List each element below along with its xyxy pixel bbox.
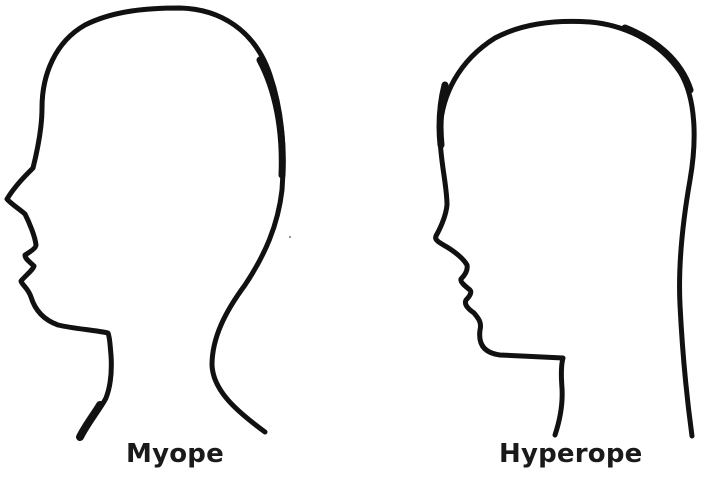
- hyperope-forehead-path: [440, 85, 445, 145]
- myope-label: Myope: [126, 439, 224, 469]
- scan-speck: [289, 236, 291, 238]
- myope-head-outline: [7, 8, 283, 437]
- hyperope-profile-path: [436, 21, 695, 436]
- myope-back-head-path: [260, 60, 282, 175]
- myope-profile-path: [7, 8, 283, 435]
- hyperope-back-head-path: [625, 28, 690, 90]
- hyperope-label: Hyperope: [499, 439, 642, 469]
- myope-neck-front-path: [80, 405, 100, 437]
- hyperope-head-outline: [436, 21, 695, 436]
